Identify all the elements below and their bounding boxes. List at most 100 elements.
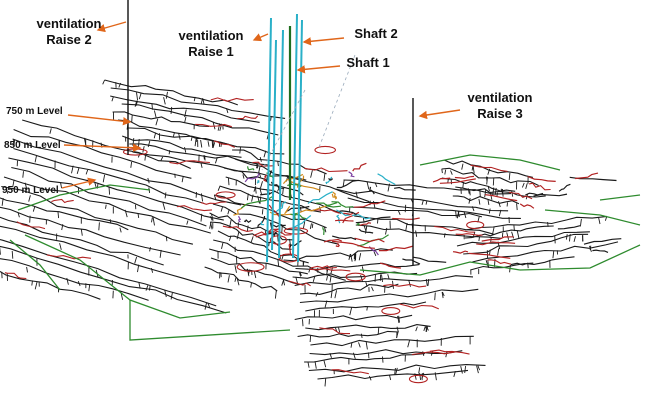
crosscut <box>374 252 376 256</box>
crosscut <box>131 162 132 168</box>
crosscut <box>465 366 466 373</box>
red-drift <box>400 304 439 309</box>
crosscut <box>359 253 361 260</box>
crosscut <box>367 182 369 189</box>
red-drift <box>319 328 350 334</box>
core-drift <box>257 180 259 183</box>
east-drift <box>335 220 353 221</box>
crosscut <box>154 111 156 119</box>
drift <box>310 336 473 345</box>
east-drift <box>592 250 608 252</box>
crosscut <box>201 140 202 148</box>
crosscut <box>419 367 420 373</box>
crosscut <box>201 163 202 168</box>
crosscut <box>424 327 426 331</box>
core-drift <box>378 174 396 185</box>
crosscut <box>580 219 581 227</box>
drift <box>465 216 607 230</box>
label-arrow <box>68 115 130 122</box>
crosscut <box>120 228 121 233</box>
drift <box>122 104 279 135</box>
crosscut <box>383 357 384 363</box>
crosscut <box>185 147 186 153</box>
crosscut <box>195 139 196 146</box>
crosscut <box>327 276 328 281</box>
crosscut <box>473 166 474 174</box>
label-arrow <box>62 180 95 188</box>
crosscut <box>251 283 252 288</box>
crosscut <box>479 199 480 205</box>
core-drift <box>325 203 337 206</box>
east-drift <box>584 239 621 245</box>
crosscut <box>185 117 186 123</box>
crosscut <box>153 218 154 226</box>
crosscut <box>324 361 326 368</box>
crosscut <box>388 274 389 279</box>
east-drift <box>455 176 474 178</box>
crosscut <box>366 342 367 349</box>
drift <box>295 315 412 319</box>
crosscut <box>364 226 366 232</box>
crosscut <box>173 132 174 136</box>
drift <box>14 130 192 179</box>
crosscut <box>103 175 104 183</box>
green-connector <box>545 210 640 225</box>
east-drift <box>413 257 446 262</box>
crosscut <box>350 308 352 316</box>
crosscut <box>133 138 134 146</box>
crosscut <box>445 170 446 175</box>
crosscut <box>269 242 270 246</box>
crosscut <box>12 251 13 259</box>
crosscut <box>86 170 88 175</box>
green-connector <box>520 245 640 270</box>
crosscut <box>503 189 504 197</box>
crosscut <box>145 156 146 161</box>
core-drift <box>244 220 251 222</box>
crosscut <box>325 379 326 387</box>
crosscut <box>303 319 304 326</box>
crosscut <box>243 175 244 179</box>
crosscut <box>228 275 229 282</box>
crosscut <box>208 141 209 147</box>
red-loop <box>315 146 336 153</box>
east-drift <box>332 236 356 240</box>
label-arrow <box>298 66 340 70</box>
core-drift <box>353 163 367 171</box>
crosscut <box>553 251 554 258</box>
crosscut <box>103 80 105 84</box>
drift <box>284 249 393 261</box>
crosscut <box>23 171 24 178</box>
drift <box>0 244 226 314</box>
crosscut <box>283 188 284 194</box>
label-750m-level: 750 m Level <box>6 106 63 118</box>
crosscut <box>517 231 519 239</box>
crosscut <box>339 328 340 333</box>
crosscut <box>112 97 114 102</box>
drift <box>226 177 342 213</box>
crosscut <box>507 232 509 239</box>
red-drifts <box>5 98 621 383</box>
red-drift <box>529 183 551 190</box>
label-950m-level: 950 m Level <box>2 185 59 197</box>
crosscut <box>599 217 601 224</box>
drift <box>0 234 216 306</box>
drift <box>295 276 473 286</box>
crosscut <box>81 229 82 236</box>
crosscut <box>582 235 583 241</box>
crosscut <box>182 176 183 182</box>
crosscut <box>469 198 470 204</box>
drift <box>0 263 100 300</box>
east-drift <box>520 204 534 208</box>
core-drift <box>264 176 266 181</box>
crosscut <box>310 223 311 229</box>
drift <box>105 80 238 105</box>
crosscut <box>405 205 406 212</box>
crosscut <box>201 193 202 201</box>
crosscut <box>275 291 276 299</box>
red-loop <box>382 308 400 315</box>
crosscut <box>260 157 261 162</box>
crosscut <box>311 170 313 177</box>
red-loop <box>467 221 484 228</box>
crosscut <box>35 282 37 290</box>
